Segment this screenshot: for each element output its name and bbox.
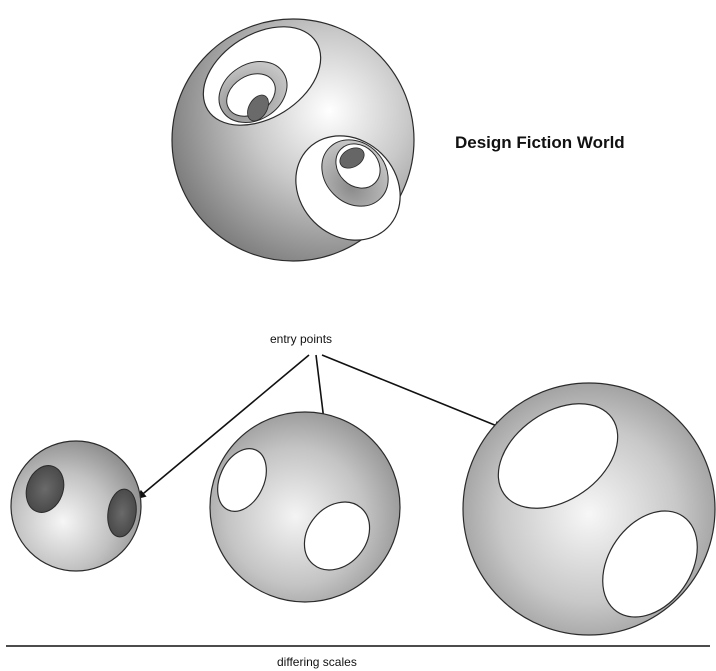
small-sphere [11,441,141,571]
large-sphere [463,382,716,635]
arrow-to-large-sphere [322,355,502,428]
medium-sphere [208,412,400,602]
main-sphere [172,6,422,261]
differing-scales-label: differing scales [277,655,357,669]
entry-points-label: entry points [270,332,332,346]
design-fiction-world-title: Design Fiction World [455,133,625,152]
